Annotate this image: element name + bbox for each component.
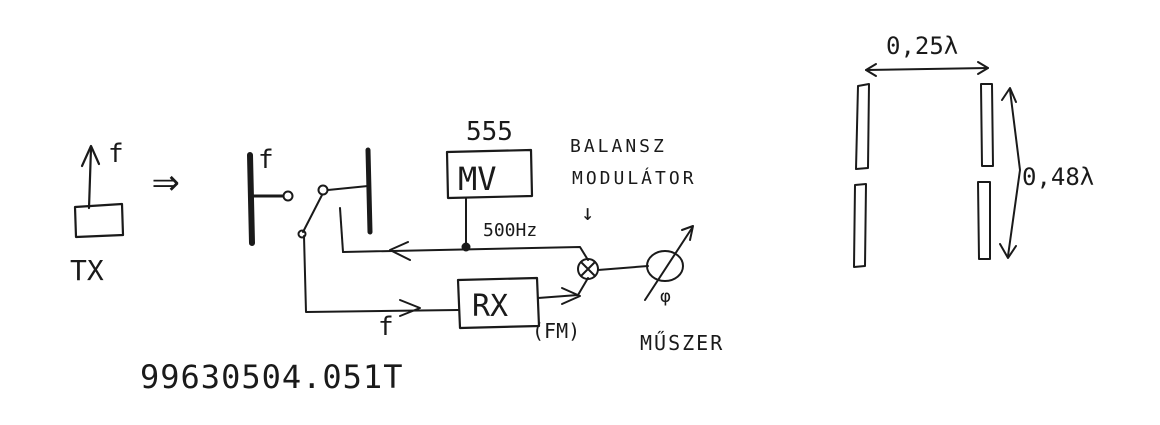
mixer-title-line2: MODULÁTOR [572,167,697,189]
switch-to-reflector [327,185,369,191]
tx-antenna-arrowhead [80,144,101,168]
receiver-label: RX [472,289,508,324]
lower-signal-line [303,235,459,313]
mixer-to-meter-line [597,265,649,271]
switch-pivot [297,229,307,239]
oscillator-freq: 500Hz [483,220,537,241]
dipole-spacing-line [865,67,989,71]
dipole-sketch: 0,25λ 0,48λ [853,32,1094,268]
mixer-cross-icon [580,261,596,277]
mixer-pointer-icon: ↓ [581,201,594,226]
serial-number: 99630504.051T [140,358,403,396]
meter-needle [644,227,693,301]
dipole-height-arrow-bottom [999,243,1017,259]
receiver-freq-label: f [378,312,394,342]
switch-upper-lead [339,207,344,253]
antenna-switch: f [247,145,373,253]
dipole-right-upper [980,83,994,167]
antenna-freq-label: f [258,145,274,175]
receiver-box [456,276,541,330]
tx-box [73,202,125,239]
switch-contact-right [317,184,329,196]
upper-signal-arrowhead [389,241,411,261]
switch-contact-left [282,190,294,202]
receiver-mode: (FM) [532,319,580,343]
tx-label: TX [70,254,104,287]
meter-label: MŰSZER [640,331,724,355]
antenna-element-left [247,152,255,246]
upper-signal-line [342,246,589,261]
oscillator-block: 555 MV 500Hz [445,117,537,252]
mixer-block: BALANSZ MODULÁTOR ↓ [570,136,697,280]
dipole-spacing-arrow-right [977,61,989,75]
dipole-spacing-arrow-left [865,63,877,77]
dipole-height-arrow-top [1001,87,1017,103]
tx-freq-label: f [108,139,124,169]
dipole-height-line [1007,89,1021,257]
dipole-height-label: 0,48λ [1022,163,1094,191]
meter-dial [646,250,684,282]
dipole-left-upper [855,83,870,170]
switch-blade [302,194,323,233]
meter-symbol-label: φ [660,286,671,307]
lower-signal-arrowhead [399,299,421,317]
receiver-block: RX (FM) [456,276,589,343]
dipole-right-lower [977,181,991,260]
mixer-title-line1: BALANSZ [570,136,667,157]
tx-block: f TX [70,139,125,287]
implies-arrow-icon: ⇒ [152,153,180,207]
oscillator-chip-label: 555 [466,117,513,147]
meter-block: φ MŰSZER [640,225,724,355]
meter-needle-arrowhead [681,225,694,241]
tx-antenna [87,146,93,210]
receiver-output-arrowhead [561,287,581,305]
oscillator-box [445,148,534,200]
oscillator-label: MV [458,160,497,198]
dipole-left-lower [853,183,867,268]
dipole-spacing-label: 0,25λ [886,32,958,60]
antenna-element-right [365,147,373,235]
